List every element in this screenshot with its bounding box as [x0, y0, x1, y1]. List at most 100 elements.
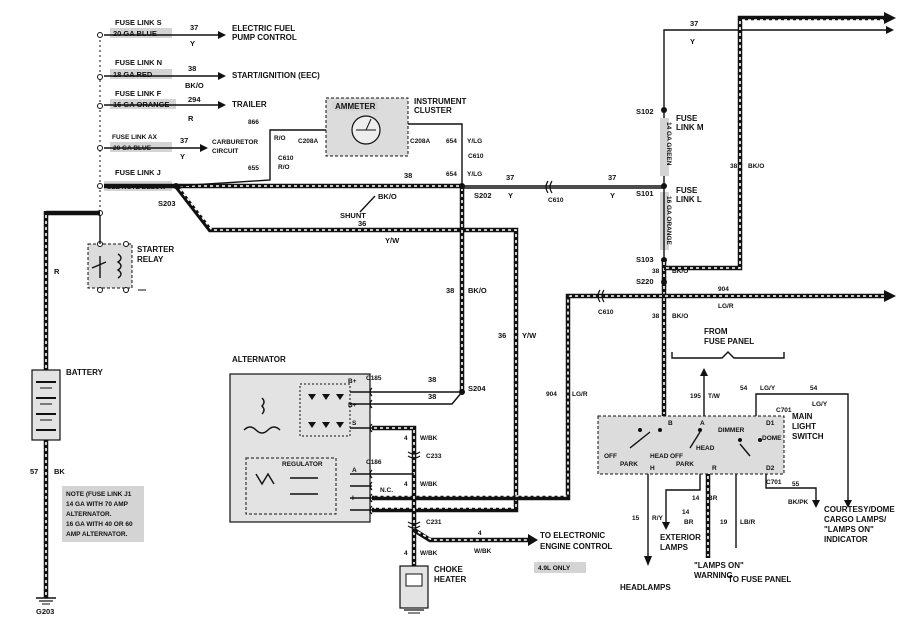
diagram-label: 4 — [404, 481, 408, 488]
diagram-label: Y — [508, 191, 513, 200]
diagram-label: 37 — [190, 23, 198, 32]
diagram-label: R — [54, 267, 60, 276]
diagram-label: S103 — [636, 255, 654, 264]
diagram-label: B+ — [348, 378, 357, 385]
diagram-label: H — [650, 465, 655, 472]
diagram-label: LINK M — [676, 123, 704, 132]
diagram-label: PUMP CONTROL — [232, 33, 297, 42]
diagram-label: AMMETER — [335, 102, 376, 111]
diagram-label: D1 — [766, 420, 775, 427]
diagram-label: CHOKE — [434, 565, 464, 574]
diagram-label: BK/O — [185, 81, 204, 90]
diagram-label: B+ — [348, 402, 357, 409]
fuse-link-ax: FUSE LINK AX 20 GA BLUE 37 Y CARBURETOR … — [104, 134, 258, 161]
diagram-label: INDICATOR — [824, 535, 868, 544]
wire-36-yw: 36 Y/W 36 Y/W — [174, 184, 537, 513]
diagram-label: "LAMPS ON" — [824, 525, 874, 534]
diagram-label: LG/R — [718, 303, 734, 310]
choke-heater: 4 W/BK CHOKE HEATER — [399, 550, 467, 614]
diagram-label: 4 — [478, 530, 482, 537]
battery: BATTERY — [31, 368, 104, 441]
diagram-label: CIRCUIT — [212, 148, 238, 155]
diagram-label: BR — [708, 495, 718, 502]
diagram-label: HEAD — [650, 453, 669, 460]
diagram-label: 38 — [188, 64, 196, 73]
wire-904-lgr: 904 LG/R C610 904 LG/R — [372, 286, 896, 501]
alternator-connectors: C185 C186 N.C. 4 W/BK 4 W/BK C233 C231 — [366, 375, 442, 566]
diagram-label: B — [668, 420, 673, 427]
diagram-label: 14 — [692, 495, 700, 502]
eec-wire: 4 W/BK TO ELECTRONIC ENGINE CONTROL 4.9L… — [412, 528, 613, 573]
diagram-label: G203 — [36, 607, 54, 616]
diagram-label: BK/O — [672, 268, 688, 275]
diagram-label: C208A — [410, 138, 431, 145]
diagram-label: A — [352, 467, 357, 474]
diagram-label: ELECTRIC FUEL — [232, 24, 295, 33]
diagram-label: W/BK — [420, 550, 438, 557]
diagram-label: TO FUSE PANEL — [728, 575, 791, 584]
diagram-label: R — [712, 465, 717, 472]
diagram-label: 37 — [690, 19, 698, 28]
diagram-label: C208A — [298, 138, 319, 145]
diagram-label: FUSE PANEL — [704, 337, 754, 346]
shunt-wire: S203 38 BK/O SHUNT — [104, 171, 462, 220]
diagram-label: REGULATOR — [282, 461, 323, 468]
diagram-label: HEADLAMPS — [620, 583, 671, 592]
diagram-label: 16 GA WITH 40 OR 60 — [66, 521, 133, 528]
diagram-label: CARGO LAMPS/ — [824, 515, 887, 524]
wire-37-y: 37 Y C610 37 Y — [462, 173, 664, 204]
diagram-label: 37 — [608, 173, 616, 182]
diagram-label: 38 — [730, 163, 738, 170]
diagram-label: Y/W — [522, 331, 537, 340]
diagram-label: 4 — [404, 435, 408, 442]
diagram-label: 54 — [740, 385, 748, 392]
diagram-label: T/W — [708, 393, 721, 400]
diagram-label: BK/PK — [788, 499, 809, 506]
fuse-link-bus — [97, 32, 103, 216]
diagram-label: INSTRUMENT — [414, 97, 467, 106]
diagram-label: Y/LG — [467, 138, 482, 145]
diagram-label: BR — [684, 519, 694, 526]
diagram-label: FUSE LINK F — [115, 89, 162, 98]
diagram-label: C610 — [548, 197, 564, 204]
diagram-label: 19 — [720, 519, 728, 526]
diagram-label: 54 — [810, 385, 818, 392]
diagram-label: FUSE LINK S — [115, 18, 162, 27]
diagram-label: 16 GA ORANGE — [665, 196, 672, 246]
diagram-label: 654 — [446, 171, 457, 178]
diagram-label: D2 — [766, 465, 775, 472]
diagram-label: 14 GA WITH 70 AMP — [66, 501, 129, 508]
diagram-label: 904 — [546, 391, 557, 398]
diagram-label: EXTERIOR — [660, 533, 701, 542]
diagram-label: 37 — [506, 173, 514, 182]
diagram-label: C233 — [426, 453, 442, 460]
diagram-label: Y — [190, 39, 195, 48]
diagram-label: N.C. — [380, 487, 393, 494]
diagram-label: C231 — [426, 519, 442, 526]
diagram-label: 14 GA GREEN — [665, 122, 672, 166]
diagram-label: AMP ALTERNATOR. — [66, 531, 128, 538]
diagram-label: C610 — [598, 309, 614, 316]
diagram-label: S202 — [474, 191, 492, 200]
diagram-label: FROM — [704, 327, 728, 336]
diagram-label: BK/O — [378, 192, 397, 201]
diagram-label: START/IGNITION (EEC) — [232, 71, 320, 80]
diagram-label: 904 — [718, 286, 729, 293]
diagram-label: ALTERNATOR. — [66, 511, 112, 518]
diagram-label: C701 — [766, 479, 782, 486]
diagram-label: C701 — [776, 407, 792, 414]
wire-38-alternator: S202 38 BK/O S204 38 38 — [372, 183, 492, 405]
diagram-label: FUSE LINK N — [115, 58, 162, 67]
ammeter-wires: 866 R/O C610 R/O 655 654 Y/LG C610 654 Y… — [175, 119, 484, 187]
diagram-label: MAIN — [792, 412, 813, 421]
diagram-label: C610 — [278, 155, 294, 162]
diagram-label: BK — [54, 467, 65, 476]
diagram-label: W/BK — [420, 435, 438, 442]
diagram-label: SHUNT — [340, 211, 366, 220]
diagram-label: 4.9L ONLY — [538, 565, 571, 572]
diagram-label: 36 — [498, 331, 506, 340]
diagram-label: 36 — [358, 219, 366, 228]
diagram-label: OFF — [670, 453, 683, 460]
fuse-link-m-l-feed: 37 Y S102 14 GA GREEN FUSE LINK M S101 F… — [636, 12, 896, 416]
